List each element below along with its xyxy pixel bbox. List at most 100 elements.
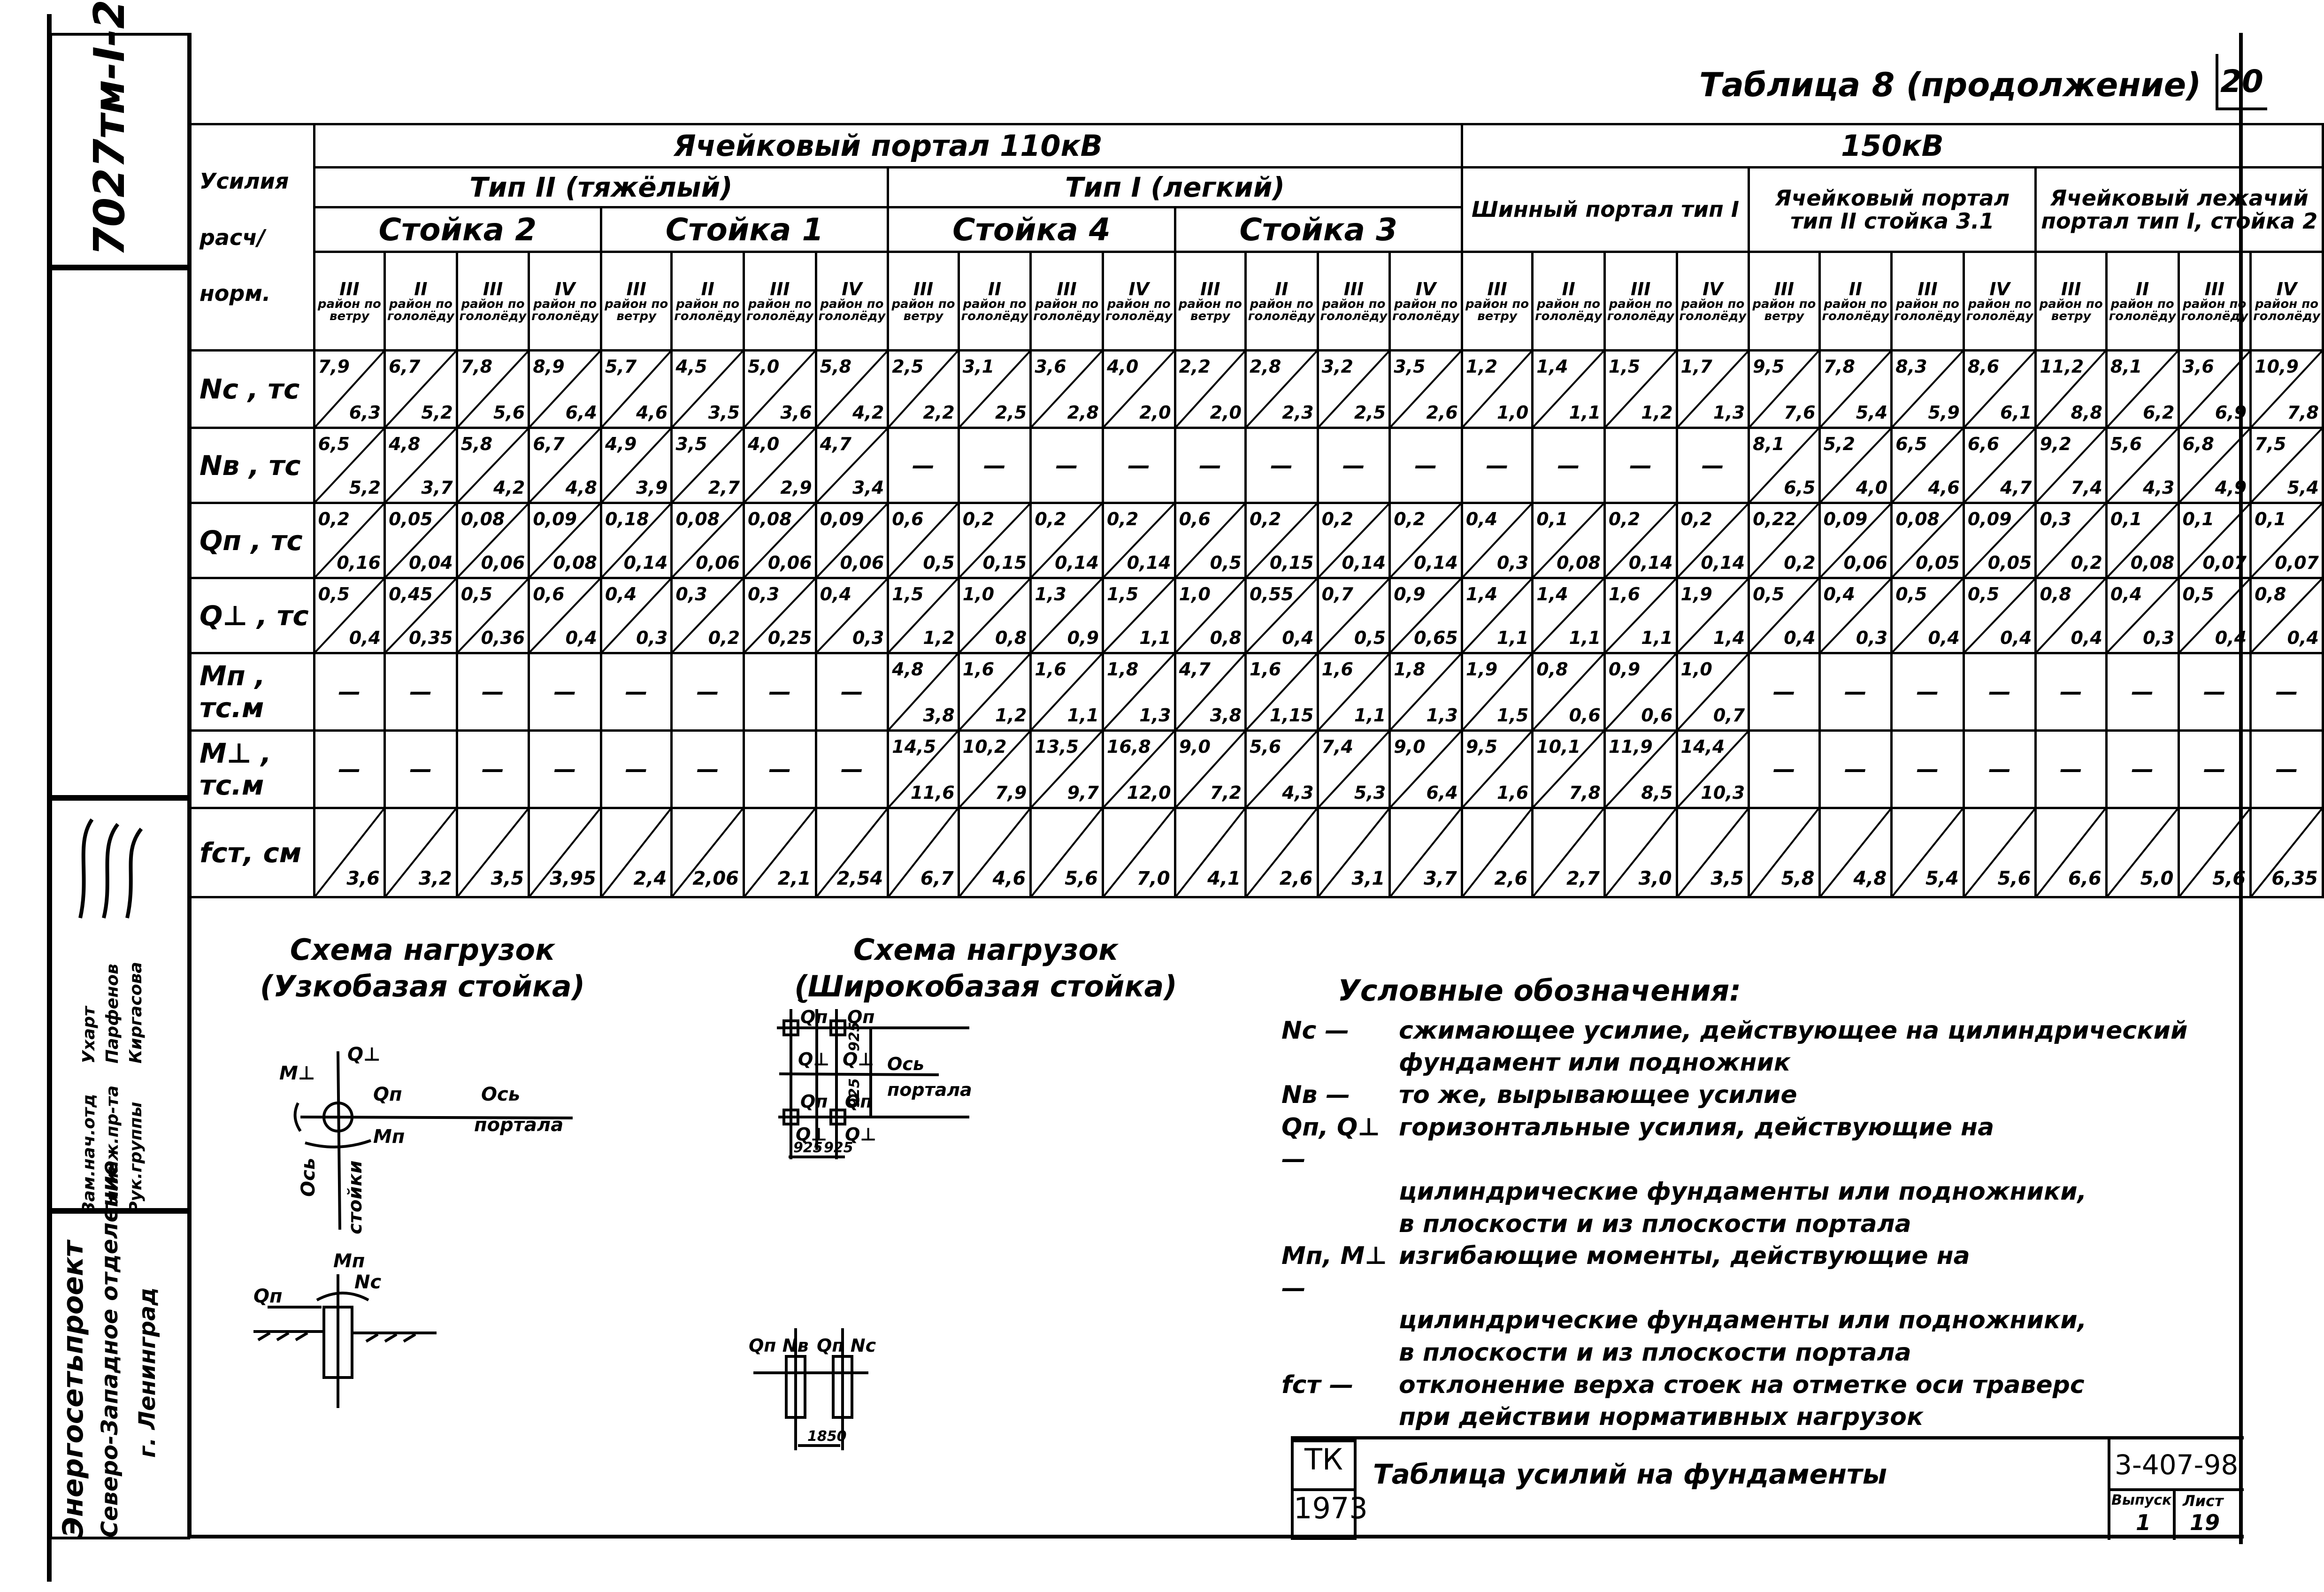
cell-normative-value: 7,8	[1569, 782, 1601, 803]
cell-design-value: 3,1	[962, 356, 995, 377]
group-header-l3: Стойка 4	[887, 206, 1176, 253]
cell-design-value: 0,2	[1394, 509, 1426, 529]
region-text: район по гололёду	[746, 297, 813, 323]
cell-empty-dash: —	[2275, 679, 2298, 705]
cell-empty-dash: —	[840, 679, 863, 705]
diagonal-divider-icon	[1391, 732, 1461, 807]
diagonal-divider-icon	[1463, 504, 1531, 577]
diagonal-divider-icon	[745, 504, 815, 577]
scheme-wide-diagram: Qп Qп Q⊥ Q⊥ Qп Qп Q⊥ Q⊥ Ось портала Ось …	[749, 1000, 972, 1450]
diagonal-divider-icon	[2108, 504, 2178, 577]
cell-normative-value: 0,4	[349, 628, 381, 648]
diagonal-divider-icon	[2180, 809, 2250, 896]
title-block-name: Таблица усилий на фундаменты	[1373, 1458, 1887, 1490]
cell-value: 3,2	[418, 868, 452, 889]
stamp-name-1: Ухарт	[79, 1006, 99, 1064]
table-cell: —	[1603, 427, 1678, 504]
cell-normative-value: 0,14	[1055, 552, 1099, 573]
table-cell: 5,6	[1962, 807, 2037, 898]
cell-normative-value: 0,4	[1282, 628, 1314, 648]
cell-normative-value: 0,04	[408, 552, 453, 573]
cell-normative-value: 5,9	[1928, 402, 1960, 423]
cell-design-value: 1,5	[892, 584, 924, 605]
diagonal-divider-icon	[1606, 809, 1676, 896]
diagonal-divider-icon	[1104, 504, 1174, 577]
diagonal-divider-icon	[673, 579, 743, 652]
diagonal-divider-icon	[960, 654, 1030, 729]
diagonal-divider-icon	[1319, 504, 1389, 577]
cell-normative-value: 0,3	[852, 628, 884, 648]
region-text: район по ветру	[1178, 297, 1242, 323]
diagonal-divider-icon	[2180, 579, 2250, 652]
title-block-issue-box	[2108, 1488, 2176, 1540]
diagonal-divider-icon	[458, 429, 528, 502]
legend-symbol	[1281, 1208, 1399, 1240]
table-cell: 4,8	[1818, 807, 1893, 898]
svg-text:Qп: Qп	[253, 1286, 283, 1307]
diagonal-divider-icon	[960, 809, 1030, 896]
cell-normative-value: 1,3	[1139, 705, 1171, 726]
cell-normative-value: 1,1	[1139, 628, 1171, 648]
cell-normative-value: 7,6	[1784, 402, 1816, 423]
cell-normative-value: 6,2	[2143, 402, 2175, 423]
drawing-code-box: 7027тм-I-20	[49, 0, 190, 268]
table-cell: 3,7	[1388, 807, 1463, 898]
svg-text:925: 925	[846, 1078, 863, 1108]
cell-design-value: 4,7	[820, 434, 851, 454]
cell-normative-value: 0,08	[553, 552, 597, 573]
cell-empty-dash: —	[338, 756, 361, 782]
cell-design-value: 6,5	[318, 434, 350, 454]
diagonal-divider-icon	[1750, 504, 1818, 577]
cell-normative-value: 1,2	[923, 628, 955, 648]
region-roman: II	[1562, 278, 1575, 299]
cell-normative-value: 1,2	[1641, 402, 1673, 423]
cell-empty-dash: —	[1916, 679, 1939, 705]
cell-design-value: 0,5	[1967, 584, 2000, 605]
table-cell: 1,5 1,2	[887, 577, 960, 654]
cell-empty-dash: —	[1988, 679, 2011, 705]
diagonal-divider-icon	[602, 352, 670, 427]
cell-design-value: 5,7	[605, 356, 637, 377]
table-cell: 2,6	[1460, 807, 1534, 898]
cell-normative-value: 0,06	[767, 552, 812, 573]
cell-normative-value: 1,1	[1496, 628, 1529, 648]
diagonal-divider-icon	[1821, 504, 1891, 577]
cell-design-value: 0,22	[1753, 509, 1797, 529]
table-cell: —	[1890, 652, 1965, 732]
svg-text:Qп: Qп	[845, 1091, 873, 1112]
cell-normative-value: 5,6	[493, 402, 525, 423]
group-header-l2: Тип II (тяжёлый)	[313, 166, 890, 208]
svg-text:стойки: стойки	[345, 1160, 366, 1234]
cell-design-value: 5,6	[2110, 434, 2142, 454]
svg-text:Qп: Qп	[800, 1007, 828, 1027]
cell-normative-value: 5,4	[2287, 477, 2319, 498]
cell-empty-dash: —	[2275, 756, 2298, 782]
region-text: район по гололёду	[1105, 297, 1173, 323]
cell-design-value: 2,2	[1179, 356, 1211, 377]
row-label: fст, см	[188, 807, 315, 898]
cell-design-value: 6,7	[533, 434, 565, 454]
table-cell: 3,5	[455, 807, 530, 898]
diagonal-divider-icon	[1821, 352, 1891, 427]
region-roman: II	[1275, 278, 1289, 299]
